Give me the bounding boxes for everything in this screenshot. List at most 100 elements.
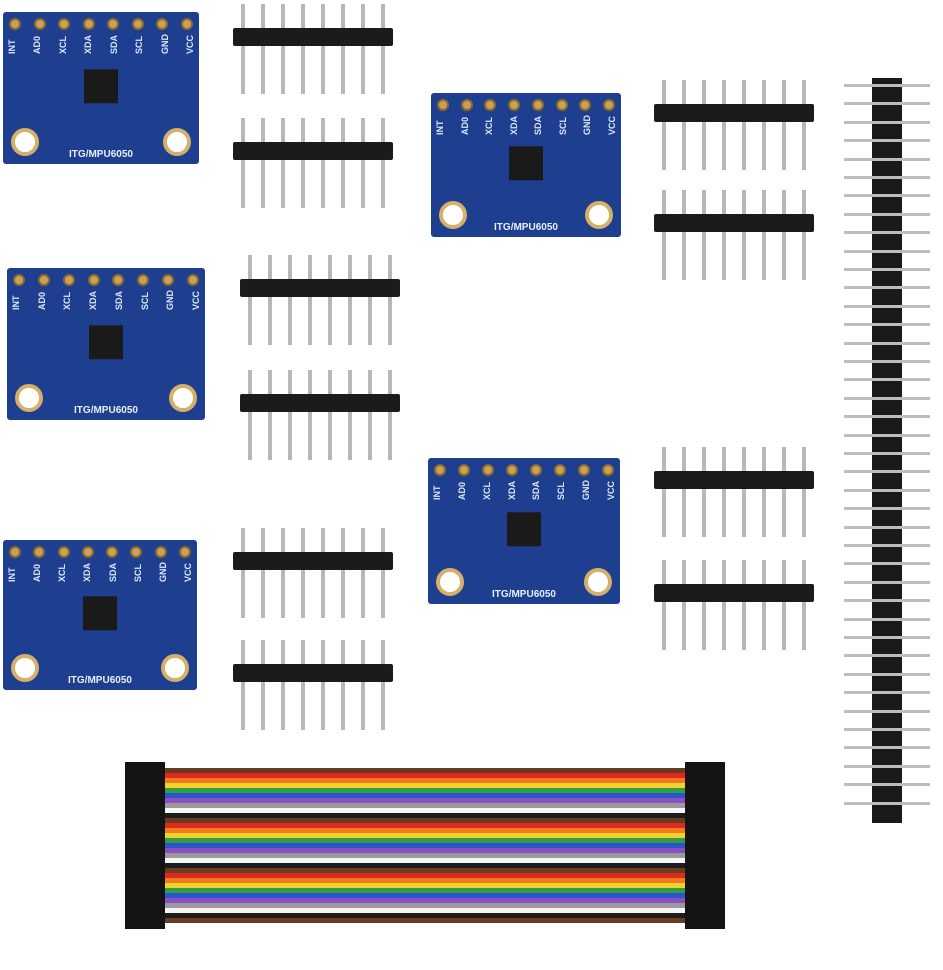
mounting-hole — [169, 384, 197, 412]
pin-label: INT — [11, 295, 21, 311]
pin-pads — [9, 546, 191, 560]
pin-pad — [156, 18, 169, 30]
header-body — [233, 664, 393, 682]
header-pin — [301, 118, 305, 208]
pin-pads — [9, 18, 193, 32]
mounting-hole — [11, 654, 39, 682]
header-pin — [844, 672, 930, 676]
pin-label: GND — [159, 34, 170, 54]
jumper-wire — [165, 858, 685, 863]
pin-header — [654, 560, 814, 650]
header-pin — [844, 120, 930, 124]
header-pin — [844, 544, 930, 547]
header-body — [654, 214, 814, 232]
header-pin — [341, 4, 345, 94]
pin-pad — [458, 464, 470, 476]
header-pin — [682, 190, 686, 280]
header-pin — [844, 415, 930, 419]
header-pin — [844, 525, 930, 529]
jumper-wire — [165, 873, 685, 878]
header-pin — [361, 640, 365, 730]
pin-pad — [58, 18, 71, 30]
header-pin — [281, 640, 285, 730]
header-pin — [844, 746, 930, 750]
pin-pad — [33, 546, 46, 558]
jumper-wire — [165, 848, 685, 853]
pin-pad — [460, 99, 473, 111]
header-pin — [328, 370, 332, 460]
pin-pad — [82, 18, 95, 30]
pin-pad — [186, 274, 199, 286]
jumper-wire — [165, 843, 685, 848]
header-pin — [844, 139, 930, 143]
mounting-hole — [585, 201, 613, 229]
pin-pad — [602, 99, 615, 111]
pin-label: XCL — [57, 36, 68, 54]
header-pin — [844, 488, 930, 492]
header-pin — [762, 560, 766, 650]
header-pin — [844, 599, 930, 603]
header-pin — [844, 452, 930, 455]
pin-pad — [107, 18, 120, 30]
header-pin — [844, 396, 930, 400]
pin-label: XDA — [506, 480, 517, 500]
header-pin — [844, 709, 930, 713]
header-pin — [662, 560, 666, 650]
pin-pad — [62, 274, 75, 286]
header-pin — [802, 190, 806, 280]
pin-label: SDA — [113, 290, 124, 310]
header-pin — [762, 447, 766, 537]
header-pin — [248, 370, 252, 460]
pin-header — [233, 4, 393, 94]
long-pin-header — [844, 78, 930, 823]
jumper-wire — [165, 883, 685, 888]
header-pin — [328, 255, 332, 345]
pin-label: SCL — [132, 564, 143, 582]
header-pin — [301, 640, 305, 730]
pin-header — [654, 80, 814, 170]
header-body — [654, 104, 814, 122]
pin-header — [654, 190, 814, 280]
header-pin — [844, 691, 930, 695]
header-pin — [381, 640, 385, 730]
header-pin — [844, 617, 930, 621]
pin-header — [654, 447, 814, 537]
header-pin — [288, 255, 292, 345]
jumper-wire — [165, 803, 685, 808]
header-pin — [308, 370, 312, 460]
header-pin — [742, 80, 746, 170]
jumper-wire — [165, 833, 685, 838]
pin-label: GND — [165, 290, 176, 310]
pin-label: SDA — [108, 34, 119, 54]
header-pin — [722, 560, 726, 650]
header-pin — [682, 80, 686, 170]
header-pin — [321, 4, 325, 94]
jumper-wire — [165, 798, 685, 803]
header-pin — [844, 157, 930, 161]
pin-pad — [137, 274, 150, 286]
sensor-chip — [509, 146, 543, 181]
jumper-wire — [165, 853, 685, 858]
sensor-chip — [507, 512, 541, 547]
header-pin — [301, 4, 305, 94]
header-pin — [702, 447, 706, 537]
pin-label: INT — [7, 39, 17, 55]
pin-label: GND — [157, 562, 168, 582]
header-pin — [281, 4, 285, 94]
board-model-label: ITG/MPU6050 — [68, 675, 132, 686]
pin-label: XDA — [508, 115, 519, 135]
pin-label: INT — [432, 485, 442, 501]
wire-connectors — [125, 762, 165, 929]
pin-pad — [130, 546, 143, 558]
header-pin — [341, 528, 345, 618]
header-pin — [844, 728, 930, 731]
pin-pad — [554, 464, 566, 476]
jumper-wire — [165, 773, 685, 778]
header-pin — [241, 640, 245, 730]
header-pin — [844, 286, 930, 290]
header-pin — [762, 190, 766, 280]
